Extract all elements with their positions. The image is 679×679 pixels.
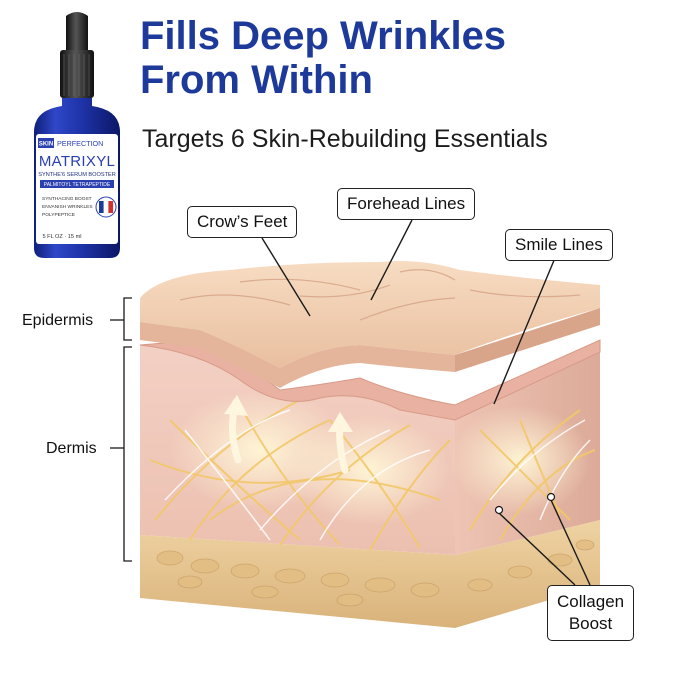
- product-name: MATRIXYL: [39, 153, 115, 170]
- ingredient-banner-text: PALMITOYL TETRAPEPTIDE: [44, 182, 111, 188]
- callout-collagen-boost: Collagen Boost: [547, 585, 635, 641]
- callout-forehead-lines: Forehead Lines: [337, 188, 476, 220]
- epidermis-edge: [140, 322, 455, 388]
- callout-collagen-boost-line-2: Boost: [568, 614, 613, 633]
- product-size: 5 FL OZ · 15 ml: [43, 234, 82, 240]
- callout-crows-feet: Crow’s Feet: [187, 206, 298, 238]
- callout-collagen-boost-line-1: Collagen: [557, 592, 625, 611]
- subheadline: Targets 6 Skin-Rebuilding Essentials: [142, 125, 548, 153]
- collagen-fibers: [149, 390, 596, 551]
- fat-layer: [140, 520, 600, 628]
- upward-arrow-icon: [224, 395, 353, 474]
- bottle-label: [36, 134, 118, 244]
- product-bullet-3: POLYPEPTICE: [42, 212, 75, 218]
- headline-line-1: Fills Deep Wrinkles: [140, 14, 507, 58]
- dropper-bulb: [66, 12, 88, 50]
- product-bullet-1: SYNTHACING BOOST: [42, 196, 92, 202]
- callout-smile-lines: Smile Lines: [505, 229, 613, 261]
- label-dermis: Dermis: [46, 440, 97, 457]
- french-flag-seal-icon: [95, 196, 117, 218]
- product-subtitle: SYNTHE'6 SERUM BOOSTER: [38, 172, 116, 178]
- callout-smile-lines-label: Smile Lines: [515, 235, 603, 254]
- brand-perfection: PERFECTION: [57, 139, 103, 148]
- callout-crows-feet-label: Crow’s Feet: [197, 212, 288, 231]
- bottle-cap: [60, 50, 94, 98]
- epidermis-layer: [140, 261, 600, 368]
- label-epidermis: Epidermis: [22, 312, 94, 329]
- headline-line-2: From Within: [140, 58, 373, 102]
- basal-layer: [139, 339, 601, 421]
- callout-pointers: [261, 219, 591, 586]
- brand-skin: SKIN: [39, 142, 53, 148]
- ingredient-banner: [40, 180, 114, 188]
- serum-bottle-image: SKIN PERFECTION MATRIXYL SYNTHE'6 SERUM …: [34, 12, 120, 258]
- callout-forehead-lines-label: Forehead Lines: [347, 194, 466, 213]
- headline: Fills Deep Wrinkles From Within: [140, 14, 660, 102]
- product-bullet-2: ENVANISH WRINKLES: [42, 204, 93, 210]
- layer-brackets: [110, 297, 132, 562]
